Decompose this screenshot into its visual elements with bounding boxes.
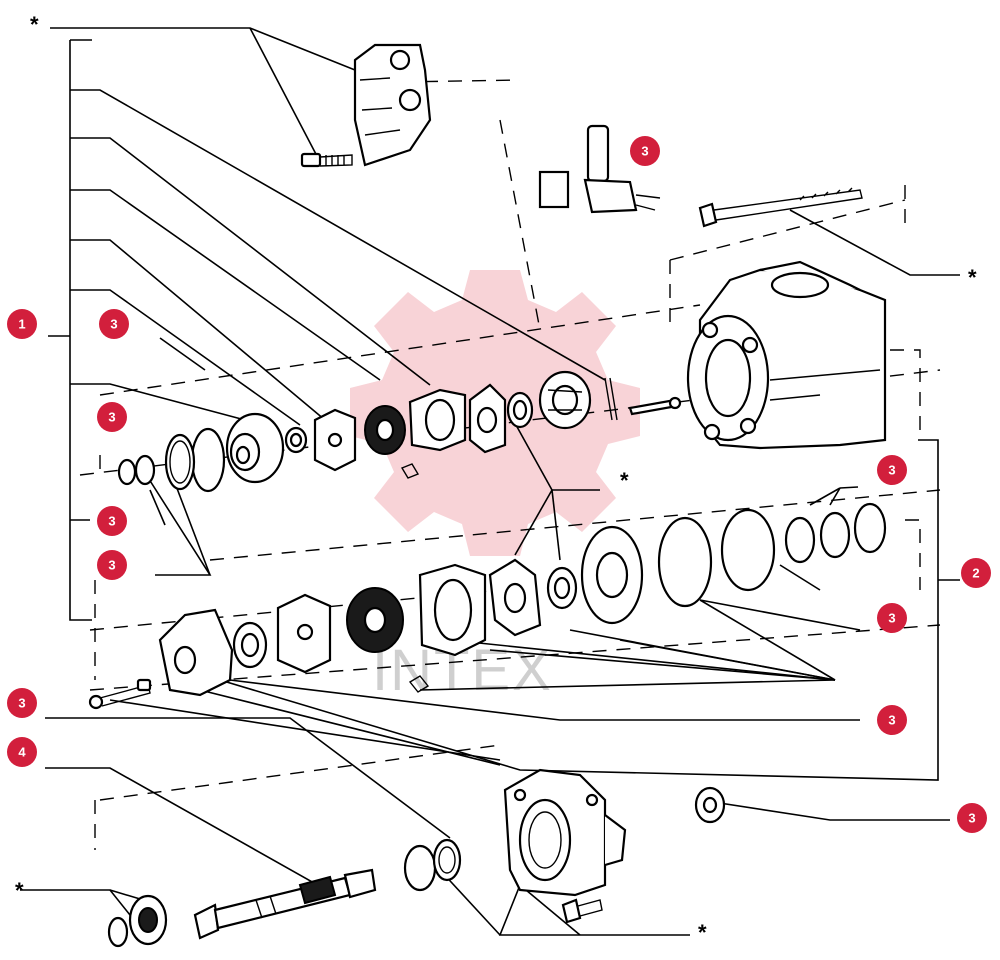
callout-circle <box>877 705 907 735</box>
callout-circle <box>99 309 129 339</box>
valve-block-part <box>353 43 432 167</box>
callout-label: 3 <box>968 811 975 826</box>
callout-badge-c2: 2 <box>961 558 991 588</box>
long-bolt-part <box>698 187 863 228</box>
callout-circle <box>877 603 907 633</box>
cover-upper-part <box>225 412 285 484</box>
clip-lower-part <box>408 675 430 693</box>
callout-circle <box>7 688 37 718</box>
washer-part <box>694 786 726 824</box>
callout-badge-c3b: 3 <box>97 402 127 432</box>
side-plate-upper-part <box>313 408 357 472</box>
rotor-upper-part <box>364 405 406 455</box>
side-plate-lower-part <box>276 593 332 674</box>
solenoid-part <box>538 124 661 214</box>
asterisk-bottom-left: * <box>15 878 24 903</box>
bearing-lower-part <box>546 566 578 610</box>
pump-housing-part <box>686 260 887 450</box>
bearing-bottom-part <box>107 894 168 948</box>
callout-label: 3 <box>641 144 648 159</box>
callout-circle <box>97 402 127 432</box>
callout-label: 3 <box>108 514 115 529</box>
callout-circle <box>877 455 907 485</box>
callout-circle <box>7 309 37 339</box>
end-plate-lower-part <box>580 525 644 625</box>
seal-rings-upper-left-part <box>117 427 226 493</box>
callout-circle <box>630 136 660 166</box>
callout-circle <box>97 506 127 536</box>
bolt-bottom-part <box>561 898 603 924</box>
callout-badge-c1: 1 <box>7 309 37 339</box>
pin-part <box>604 377 682 421</box>
callout-label: 3 <box>108 558 115 573</box>
end-plate-upper-part <box>538 370 592 430</box>
bolt-top-part <box>300 152 353 168</box>
callout-badges: 1 2 3 3 3 3 3 3 3 3 3 3 4 <box>7 136 991 833</box>
cam-ring-upper-part <box>408 388 467 452</box>
callout-badge-c3h: 3 <box>877 705 907 735</box>
callout-circle <box>961 558 991 588</box>
seal-rings-right-part <box>657 502 887 608</box>
callout-label: 3 <box>888 713 895 728</box>
asterisk-bottom-right: * <box>698 920 707 945</box>
pressure-plate-upper-part <box>468 383 507 454</box>
asterisk-top-right: * <box>968 265 977 290</box>
bushing-lower-part <box>232 621 268 669</box>
callout-circle <box>97 550 127 580</box>
callout-label: 3 <box>110 317 117 332</box>
clip-upper-part <box>400 463 420 479</box>
asterisk-center: * <box>620 468 629 493</box>
callout-circle <box>957 803 987 833</box>
callout-label: 3 <box>18 696 25 711</box>
drive-shaft-part <box>193 868 377 940</box>
flange-housing-part <box>503 768 627 897</box>
callout-badge-c3c: 3 <box>97 506 127 536</box>
callout-label: 4 <box>18 745 26 760</box>
callout-badge-c3i: 3 <box>957 803 987 833</box>
callout-badge-c4: 4 <box>7 737 37 767</box>
callout-badge-c3j: 3 <box>7 688 37 718</box>
leader-lines <box>20 27 960 936</box>
callout-badge-c3g: 3 <box>877 603 907 633</box>
callout-label: 3 <box>888 463 895 478</box>
asterisk-top-left: * <box>30 12 39 37</box>
bushing-upper-part <box>284 426 308 454</box>
callout-label: 3 <box>888 611 895 626</box>
callout-badge-c3f: 3 <box>877 455 907 485</box>
callout-label: 1 <box>18 317 25 332</box>
callout-badge-c3d: 3 <box>97 550 127 580</box>
callout-badge-c3a: 3 <box>99 309 129 339</box>
bolt-lower-part <box>88 678 152 710</box>
cover-lower-part <box>158 608 234 697</box>
shaft-seals-part <box>403 838 462 892</box>
callout-label: 2 <box>972 566 979 581</box>
cam-ring-lower-part <box>418 563 487 657</box>
rotor-lower-part <box>346 587 404 653</box>
bearing-upper-part <box>506 391 534 429</box>
callout-label: 3 <box>108 410 115 425</box>
callout-circle <box>7 737 37 767</box>
pressure-plate-lower-part <box>488 558 542 637</box>
callout-badge-c3e: 3 <box>630 136 660 166</box>
